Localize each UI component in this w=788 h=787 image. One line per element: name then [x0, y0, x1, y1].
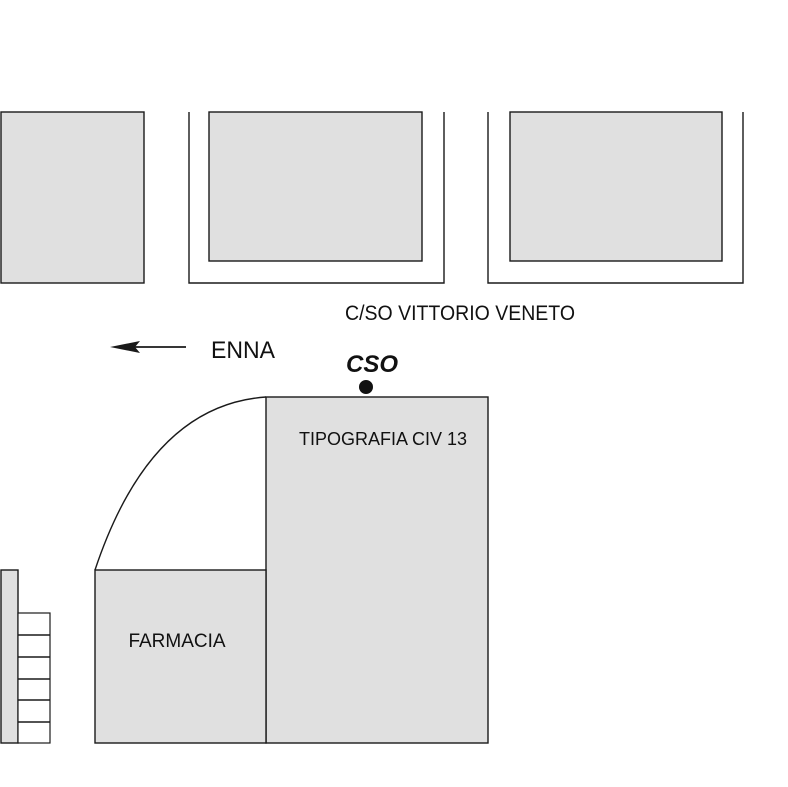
building-farmacia [94, 569, 267, 744]
location-marker-icon [359, 380, 373, 394]
tipografia-label: TIPOGRAFIA CIV 13 [299, 429, 467, 449]
block-middle [208, 111, 423, 262]
curved-corner [94, 396, 267, 571]
stairs [0, 569, 51, 744]
street-name-label: C/SO VITTORIO VENETO [345, 302, 575, 325]
direction-label: ENNA [211, 337, 275, 364]
block-middle-outline [188, 112, 445, 284]
farmacia-label: FARMACIA [128, 631, 225, 652]
arrow-left-icon [110, 341, 186, 353]
block-right [509, 111, 723, 262]
block-left [0, 111, 145, 284]
point-label: CSO [346, 351, 398, 378]
block-right-outline [487, 112, 744, 284]
building-tipografia [265, 396, 489, 744]
